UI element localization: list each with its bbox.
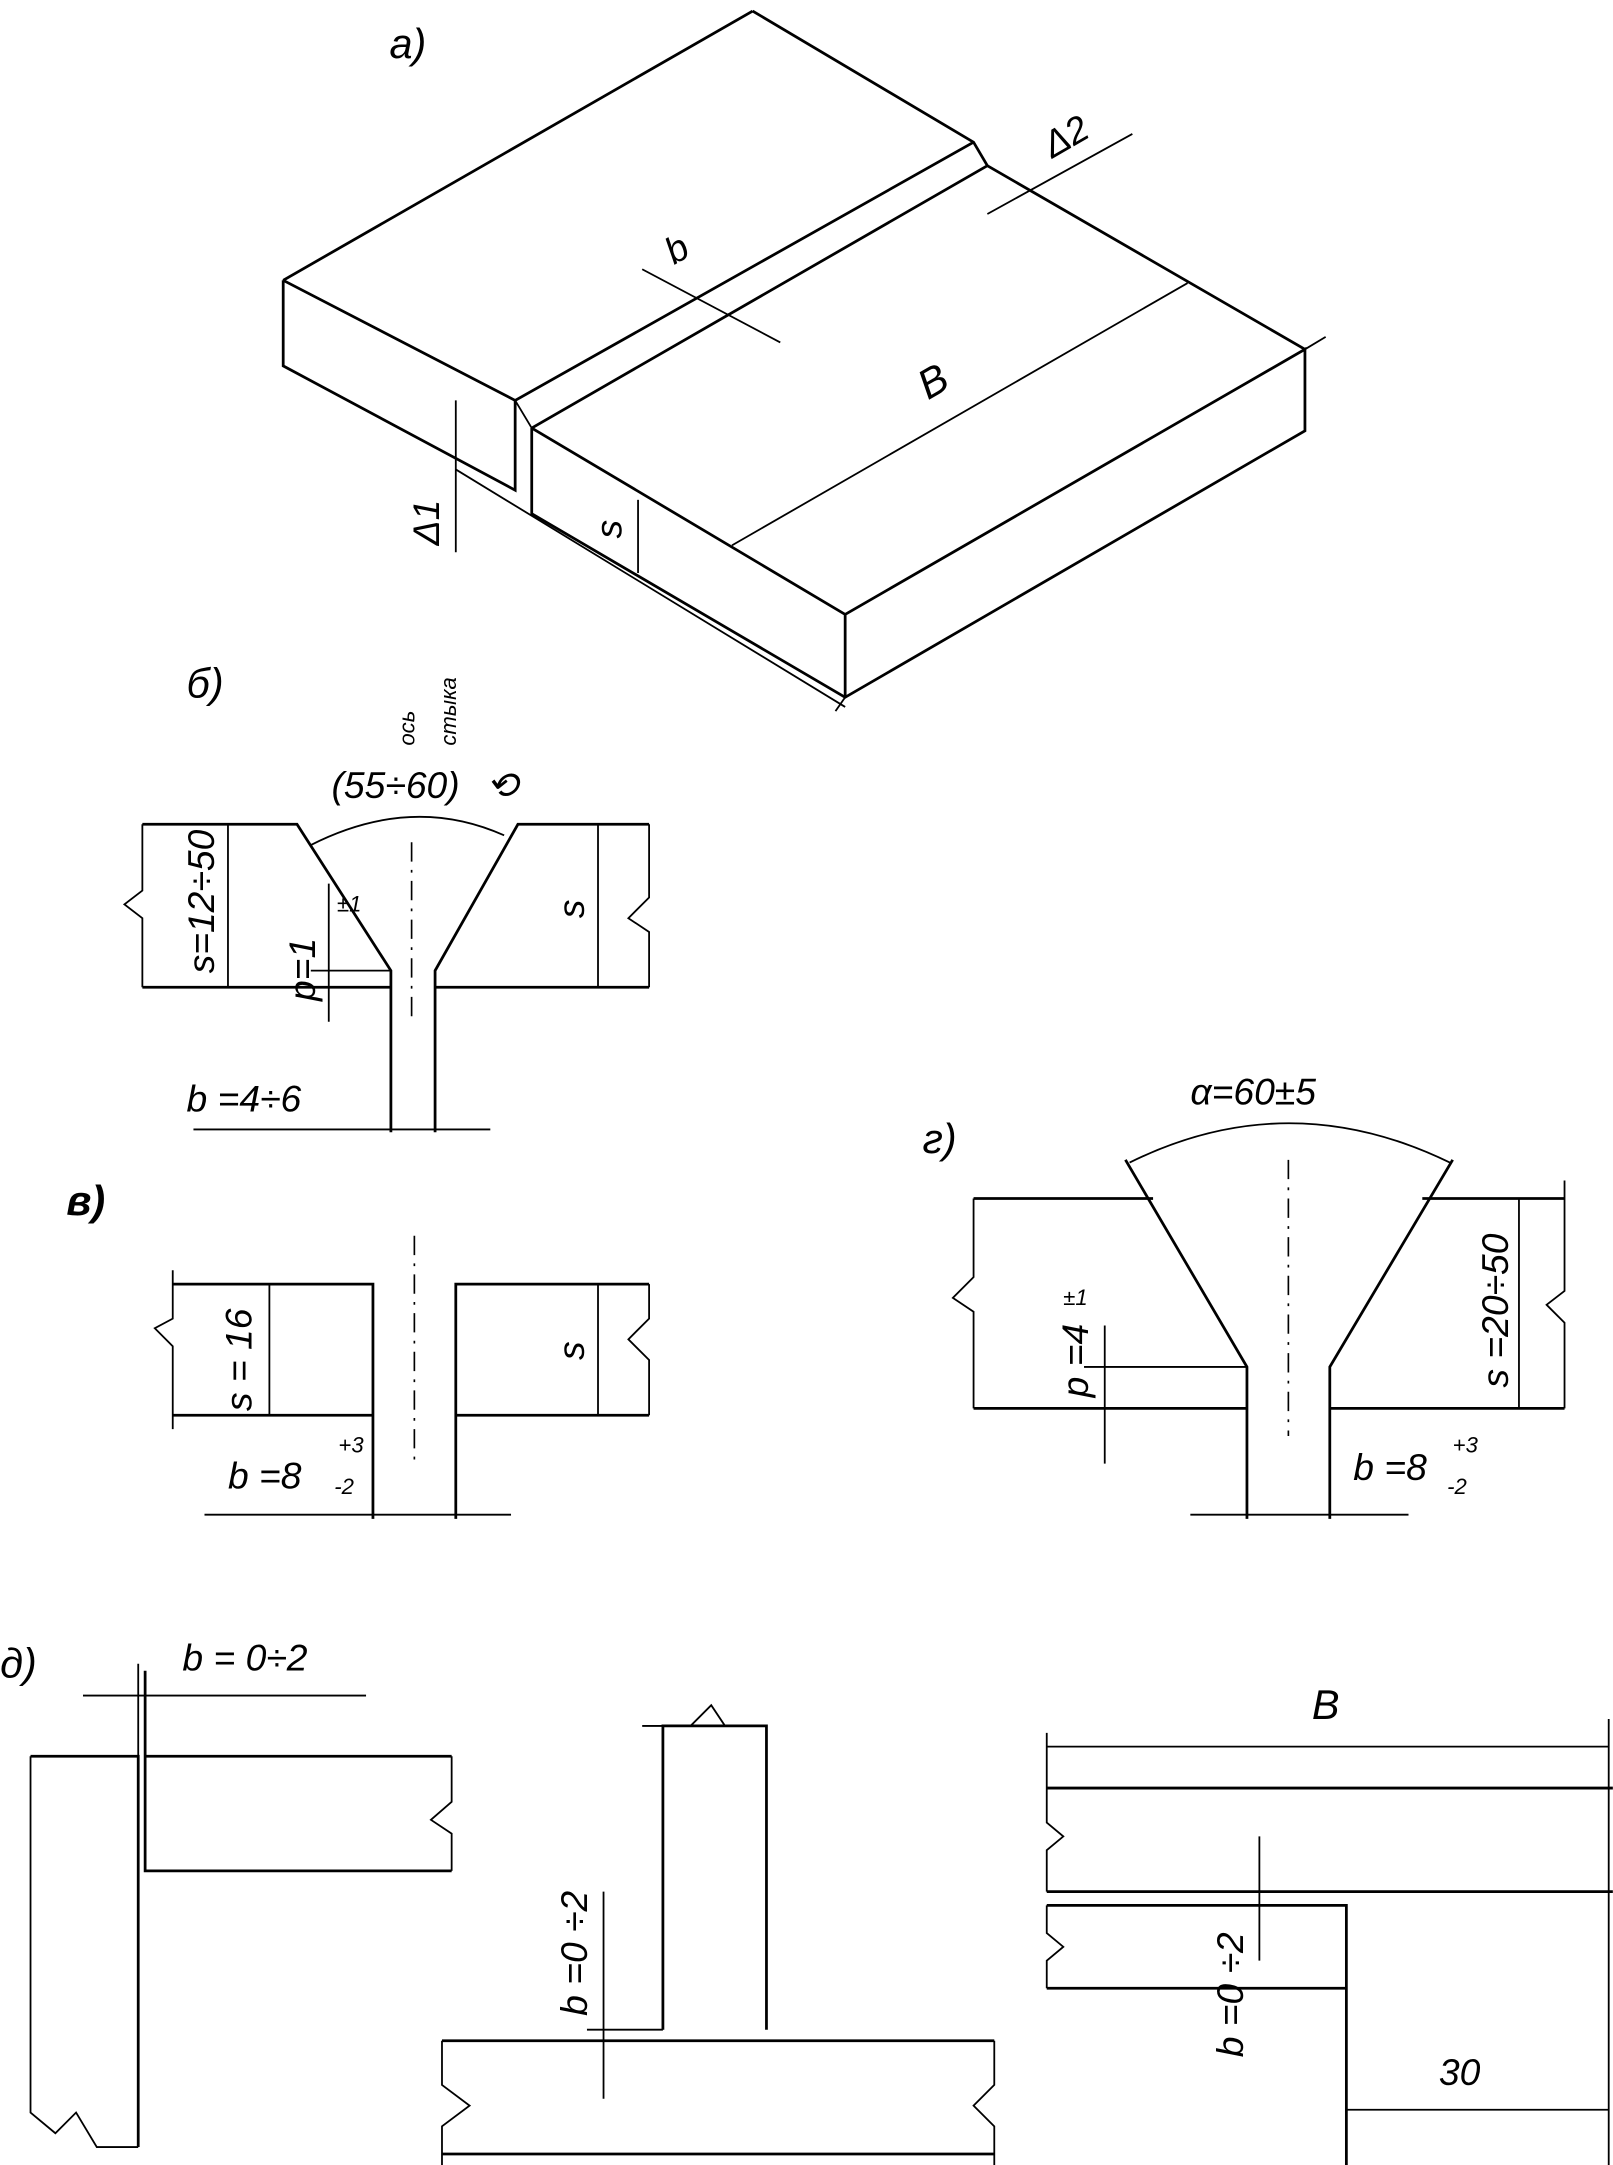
view-v-square-groove: в) s = 16 s b =8 +3 -2 bbox=[66, 1178, 650, 1519]
v-gap: b =8 bbox=[228, 1454, 302, 1496]
b-angle-symbol: ⟲ bbox=[486, 764, 521, 806]
b-p-tol: ±1 bbox=[337, 891, 361, 916]
g-gap-minus: -2 bbox=[1447, 1474, 1467, 1499]
a-b-label: b bbox=[657, 225, 696, 272]
view-g-label: г) bbox=[922, 1116, 956, 1162]
d-gap2: b =0 ÷2 bbox=[553, 1891, 595, 2016]
view-a-label: а) bbox=[390, 21, 427, 67]
a-s-label: s bbox=[587, 520, 629, 539]
view-d-fillet-joints: д) b = 0÷2 b =0 ÷2 B b =0 ÷2 30 bbox=[0, 1637, 1613, 2165]
a-B-label: B bbox=[910, 355, 957, 409]
v-gap-plus: +3 bbox=[338, 1433, 364, 1458]
v-s-range: s = 16 bbox=[217, 1308, 259, 1411]
view-d-label: д) bbox=[0, 1641, 37, 1687]
v-gap-minus: -2 bbox=[334, 1474, 354, 1499]
view-v-label: в) bbox=[66, 1178, 105, 1224]
g-angle: α=60±5 bbox=[1190, 1071, 1316, 1113]
b-p: p=1 bbox=[281, 938, 323, 1002]
g-gap: b =8 bbox=[1353, 1446, 1427, 1488]
view-a-isometric: а) b B s Δ1 Δ2 bbox=[281, 9, 1327, 712]
v-s: s bbox=[550, 1341, 592, 1360]
a-delta2-label: Δ2 bbox=[1034, 106, 1096, 166]
d-dim: 30 bbox=[1439, 2051, 1481, 2093]
view-b-v-groove: б) (55÷60) ⟲ ось стыка s=12÷50 s p=1 ±1 … bbox=[122, 660, 650, 1133]
g-gap-plus: +3 bbox=[1453, 1433, 1479, 1458]
view-b-label: б) bbox=[187, 660, 224, 706]
b-s: s bbox=[550, 900, 592, 919]
d-gap1: b = 0÷2 bbox=[182, 1637, 307, 1679]
d-gap3: b =0 ÷2 bbox=[1209, 1932, 1251, 2057]
b-gap: b =4÷6 bbox=[187, 1077, 302, 1119]
d-B-label: B bbox=[1312, 1682, 1340, 1728]
view-g-v-groove: г) α=60±5 s =20÷50 p =4 ±1 b =8 +3 -2 bbox=[922, 1071, 1566, 1519]
b-angle: (55÷60) bbox=[332, 764, 460, 806]
a-delta1-label: Δ1 bbox=[405, 500, 447, 547]
g-s-range: s =20÷50 bbox=[1474, 1233, 1516, 1387]
b-axis-bottom: стыка bbox=[436, 677, 461, 745]
g-p: p =4 bbox=[1054, 1324, 1096, 1399]
g-p-tol: ±1 bbox=[1063, 1285, 1087, 1310]
b-s-range: s=12÷50 bbox=[180, 829, 222, 973]
b-axis-top: ось bbox=[394, 711, 419, 746]
